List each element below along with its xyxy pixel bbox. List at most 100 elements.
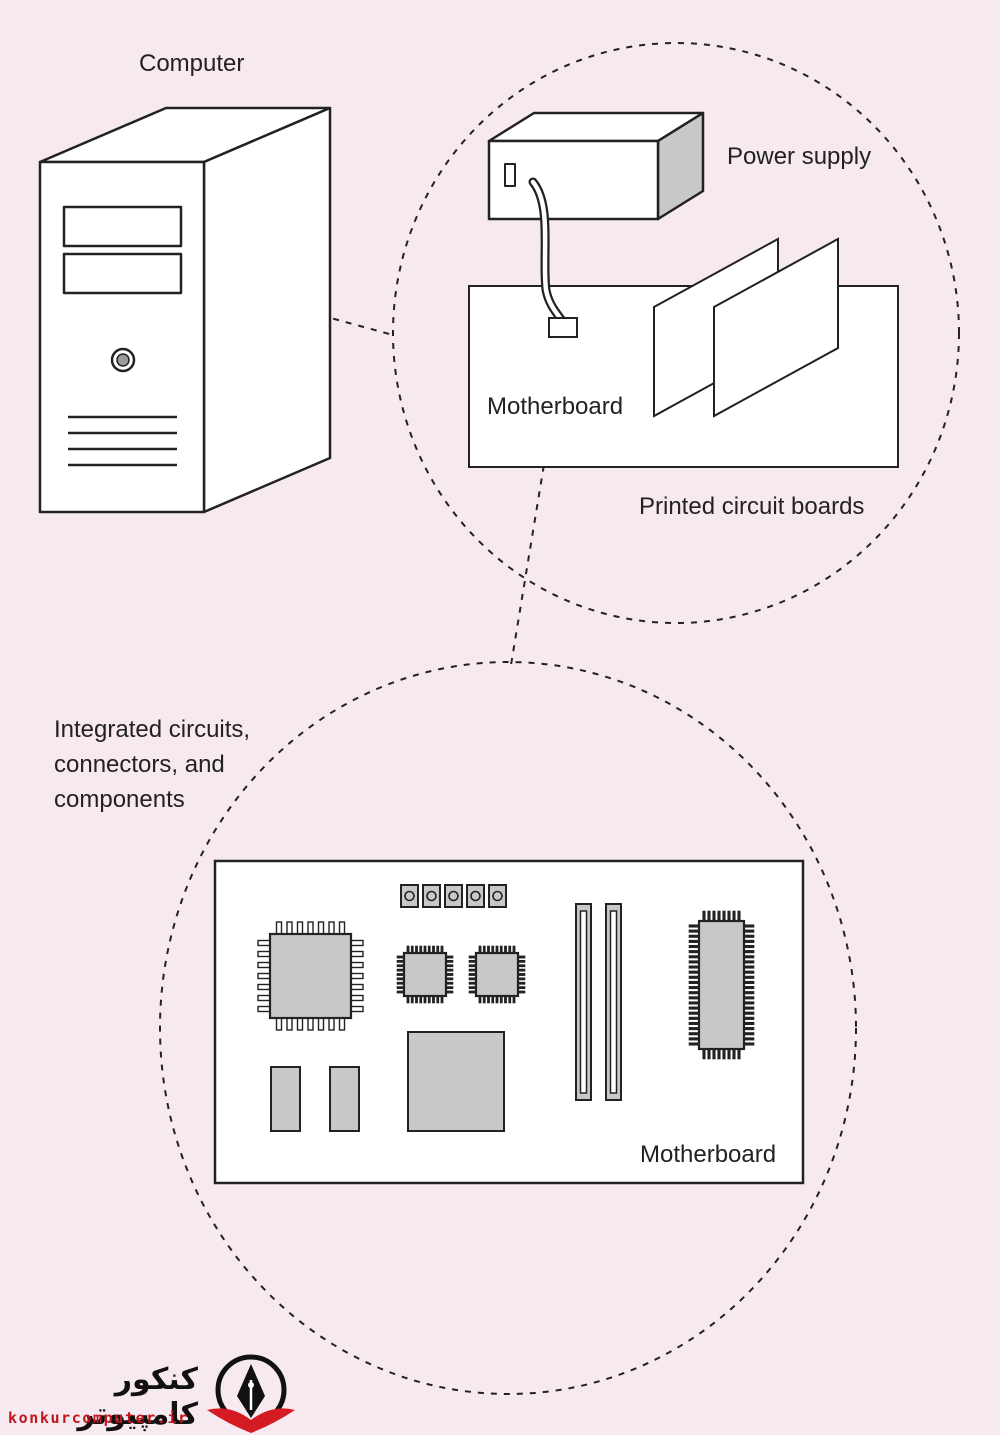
chip-pin xyxy=(307,1017,314,1031)
chip-pin xyxy=(688,950,700,954)
chip-pin xyxy=(743,980,755,984)
zoom-connectors xyxy=(159,42,960,1395)
chip-pin xyxy=(688,1032,700,1036)
chip-pin xyxy=(688,929,700,933)
power-supply-icon xyxy=(487,111,705,221)
power-button-inner xyxy=(116,353,130,367)
chip-pin xyxy=(350,950,364,958)
chip-pin xyxy=(257,961,271,969)
connector-computer-to-circle xyxy=(282,304,394,336)
chip-pin xyxy=(743,1032,755,1036)
chip-pin xyxy=(275,1017,283,1031)
drive-bay-1 xyxy=(62,205,183,248)
expansion-slot xyxy=(575,903,592,1101)
chip-pin xyxy=(350,939,364,947)
chip-pin xyxy=(257,972,271,980)
connector-pin-hole xyxy=(470,890,481,902)
chip-pin xyxy=(328,921,335,935)
chip-pin xyxy=(717,1048,721,1060)
chip-pin xyxy=(286,921,293,935)
chip-pin xyxy=(688,996,700,1000)
chip-pin xyxy=(257,983,271,991)
chip-pin xyxy=(688,980,700,984)
chip-pin xyxy=(350,1005,364,1013)
chip-pin xyxy=(727,1048,731,1060)
chip-pin xyxy=(350,961,364,969)
chip-pin xyxy=(743,1037,755,1041)
chip-pin xyxy=(286,1017,293,1031)
psu-front-face xyxy=(487,139,660,221)
chip-pin xyxy=(317,921,325,935)
chip-pin xyxy=(743,1042,755,1046)
chip-pin xyxy=(688,1027,700,1031)
chip-pin xyxy=(722,1048,726,1060)
chip-pin xyxy=(743,996,755,1000)
connector-pin-hole xyxy=(426,890,437,902)
chip-pin xyxy=(328,1017,335,1031)
chip-pin xyxy=(712,910,716,922)
chip-pin xyxy=(737,1048,741,1060)
chip-pin xyxy=(743,924,755,928)
chip-pin xyxy=(338,1017,346,1031)
connector-pin-hole xyxy=(492,890,503,902)
chip-pin xyxy=(350,994,364,1002)
chip-pin xyxy=(743,1006,755,1010)
small-ic-chip-icon xyxy=(468,945,526,1004)
chip-pin xyxy=(743,929,755,933)
computer-tower-icon xyxy=(38,106,332,514)
chip-pin xyxy=(688,970,700,974)
motherboard-components xyxy=(257,884,755,1132)
chip-body xyxy=(697,919,746,1051)
chip-pin xyxy=(296,1017,304,1031)
chip-pin xyxy=(257,1005,271,1013)
capacitor-component xyxy=(270,1066,301,1132)
logo-text-fa: کنکور کامپیوتر xyxy=(77,1362,198,1432)
ic-label-line-3: components xyxy=(54,786,185,813)
chip-pin xyxy=(712,1048,716,1060)
chip-pin xyxy=(743,944,755,949)
pin-header-connector xyxy=(400,884,507,908)
chip-pin xyxy=(743,965,755,969)
chip-pin xyxy=(307,921,314,935)
tower-side-face xyxy=(202,106,332,514)
chip-pin xyxy=(743,1011,755,1015)
chip-pin xyxy=(688,924,700,928)
capacitor-component xyxy=(329,1066,360,1132)
chip-pin xyxy=(257,939,271,947)
motherboard-label-top: Motherboard xyxy=(487,393,624,420)
chip-pin xyxy=(743,1016,755,1020)
chip-pin xyxy=(688,1011,700,1015)
chip-pin xyxy=(688,1006,700,1010)
chip-pin xyxy=(743,934,755,938)
power-cable xyxy=(528,177,568,327)
chip-pin xyxy=(702,1048,706,1060)
chip-pin xyxy=(688,1037,700,1041)
chip-pin xyxy=(688,986,700,990)
chip-pin xyxy=(717,910,721,922)
chip-pin xyxy=(727,910,731,922)
connector-pin-hole xyxy=(448,890,459,902)
motherboard-label-bottom: Motherboard xyxy=(640,1141,777,1168)
chip-pin xyxy=(743,960,755,964)
chip-pin xyxy=(688,939,700,943)
chip-pin xyxy=(688,934,700,938)
ic-label-line-1: Integrated circuits, xyxy=(54,716,251,743)
logo-emblem-icon xyxy=(207,1354,295,1433)
pcb-card-front xyxy=(713,237,839,418)
chip-pin xyxy=(275,921,283,935)
zoom-circle-top xyxy=(392,42,960,624)
chip-pin xyxy=(688,1001,700,1005)
chip-pin xyxy=(743,975,755,979)
chip-body xyxy=(474,951,520,998)
processor-block xyxy=(407,1031,505,1132)
power-supply-label: Power supply xyxy=(727,143,872,170)
chip-pin xyxy=(688,1021,700,1026)
connector-pin-hole xyxy=(404,890,415,902)
power-connector xyxy=(548,317,578,338)
chip-pin xyxy=(688,1016,700,1020)
chip-pin xyxy=(732,1048,736,1060)
chip-pin xyxy=(296,921,304,935)
expansion-slot xyxy=(605,903,622,1101)
chip-pin xyxy=(732,910,736,922)
